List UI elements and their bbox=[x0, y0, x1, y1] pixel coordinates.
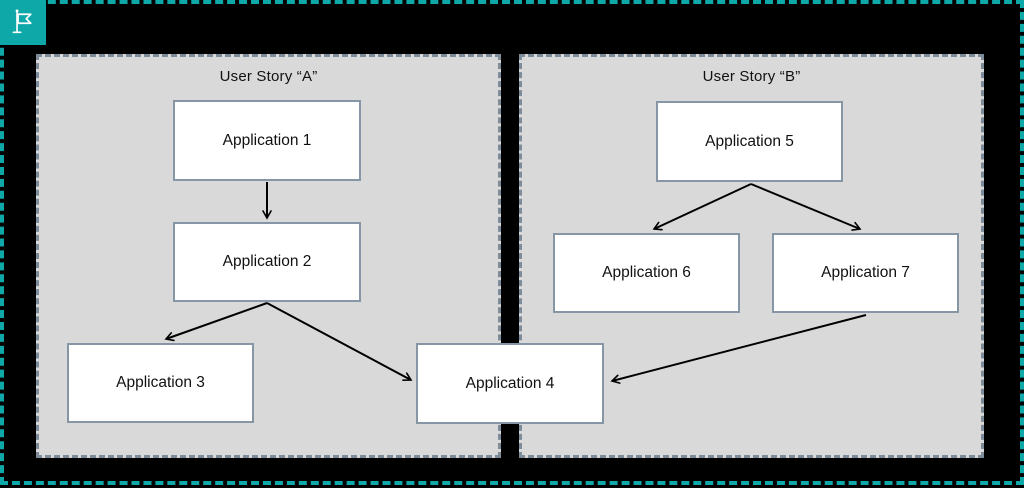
node-application-6: Application 6 bbox=[553, 233, 740, 313]
node-application-7-label: Application 7 bbox=[821, 264, 910, 281]
node-application-2: Application 2 bbox=[173, 222, 361, 302]
node-application-1: Application 1 bbox=[173, 100, 361, 181]
node-application-3: Application 3 bbox=[67, 343, 254, 423]
flag-badge bbox=[0, 0, 46, 45]
node-application-1-label: Application 1 bbox=[222, 131, 312, 149]
group-user-story-a-title: User Story “A” bbox=[219, 68, 318, 85]
node-application-4-label: Application 4 bbox=[465, 374, 555, 392]
node-application-2-label: Application 2 bbox=[222, 253, 312, 270]
node-application-7: Application 7 bbox=[772, 233, 959, 313]
node-application-5-label: Application 5 bbox=[705, 132, 794, 150]
node-application-6-label: Application 6 bbox=[602, 264, 691, 281]
group-user-story-b-title: User Story “B” bbox=[702, 68, 801, 85]
node-application-3-label: Application 3 bbox=[116, 374, 205, 391]
flag-icon bbox=[12, 9, 32, 34]
node-application-5: Application 5 bbox=[656, 101, 843, 182]
node-application-4: Application 4 bbox=[416, 343, 604, 424]
